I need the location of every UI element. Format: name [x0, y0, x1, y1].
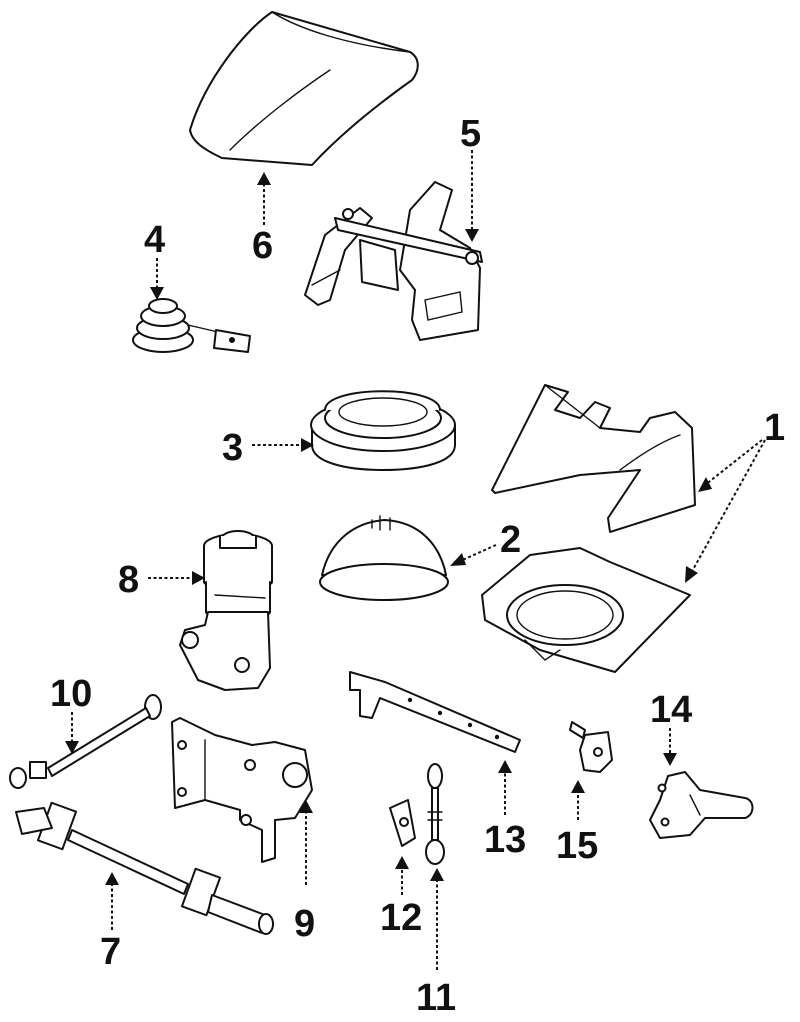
callout-13: 13	[484, 819, 526, 861]
callout-10: 10	[50, 673, 92, 715]
part-15-small-bracket	[569, 721, 613, 773]
part-4-socket	[132, 298, 251, 353]
part-7-shaft	[15, 801, 274, 935]
part-11-adjuster	[425, 763, 445, 865]
part-9-bracket	[171, 717, 313, 863]
callout-9: 9	[294, 903, 315, 945]
callout-7: 7	[100, 931, 121, 973]
callout-2: 2	[500, 519, 521, 561]
callout-11: 11	[416, 977, 456, 1019]
callout-8: 8	[118, 559, 139, 601]
callout-1: 1	[764, 407, 785, 449]
part-3-seal-ring	[310, 390, 456, 471]
part-13-strap	[349, 671, 521, 753]
leader-lines	[65, 150, 766, 970]
part-8-actuator	[179, 530, 273, 691]
callout-12: 12	[380, 897, 422, 939]
callout-14: 14	[650, 689, 692, 731]
part-10-link-rod	[9, 694, 162, 789]
part-12-clip	[389, 799, 416, 847]
part-14-mount	[649, 771, 754, 839]
callout-6: 6	[252, 225, 273, 267]
callout-3: 3	[222, 427, 243, 469]
part-2-dome	[319, 515, 449, 601]
part-5-bracket	[304, 181, 483, 341]
callout-15: 15	[556, 825, 598, 867]
callout-5: 5	[460, 113, 481, 155]
part-1-housing	[481, 384, 696, 673]
callout-labels: 1 2 3 4 5 6 7 8 9 10 11 12 13 14 15	[50, 113, 785, 1019]
callout-4: 4	[144, 219, 165, 261]
part-6-cover	[189, 11, 419, 166]
